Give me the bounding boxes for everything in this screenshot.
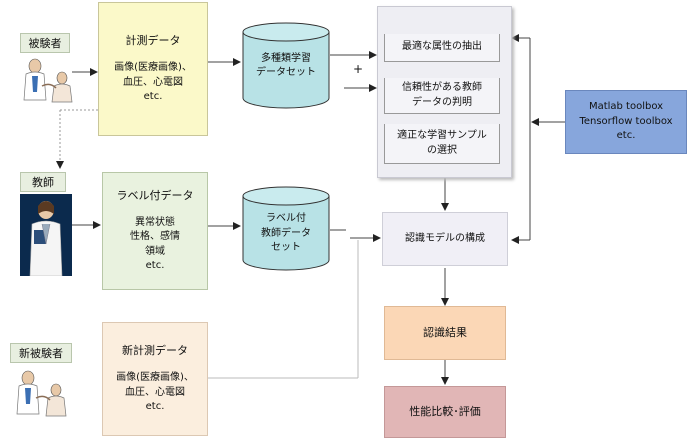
measurement-line-3: etc. — [143, 91, 163, 103]
labeled-line-4: etc. — [145, 260, 165, 272]
processing-item-3: 適正な学習サンプル の選択 — [384, 124, 500, 164]
processing-item-3-line-1: 適正な学習サンプル — [397, 130, 487, 141]
new-patient-doctor-figure-icon — [14, 366, 70, 420]
measurement-title: 計測データ — [125, 34, 181, 48]
subject-label: 被験者 — [20, 33, 70, 53]
labeled-data-box: ラベル付データ 異常状態 性格、感情 領域 etc. — [102, 172, 208, 290]
new-subject-label: 新被験者 — [10, 343, 72, 363]
measurement-line-1: 画像(医療画像)、 — [114, 62, 192, 74]
multi-dataset-cylinder: 多種類学習 データセット — [240, 22, 332, 110]
labeled-line-1: 異常状態 — [135, 216, 175, 228]
labeled-dataset-line-2: 教師データ — [261, 227, 311, 239]
model-construction-box: 認識モデルの構成 — [382, 212, 508, 266]
new-measurement-line-3: etc. — [145, 401, 165, 413]
labeled-line-2: 性格、感情 — [130, 231, 180, 243]
toolbox-box: Matlab toolbox Tensorflow toolbox etc. — [565, 90, 687, 154]
labeled-dataset-line-1: ラベル付 — [266, 213, 306, 225]
toolbox-line-3: etc. — [616, 130, 636, 142]
labeled-dataset-line-3: セット — [271, 242, 301, 254]
labeled-title: ラベル付データ — [116, 189, 194, 203]
new-measurement-line-1: 画像(医療画像)、 — [116, 372, 194, 384]
processing-item-2-line-1: 信頼性がある教師 — [402, 82, 482, 93]
plus-sign: + — [353, 62, 364, 76]
patient-doctor-figure-icon — [18, 56, 76, 106]
labeled-dataset-cylinder: ラベル付 教師データ セット — [240, 186, 332, 272]
new-measurement-title: 新計測データ — [122, 344, 188, 358]
toolbox-line-2: Tensorflow toolbox — [579, 115, 673, 127]
measurement-data-box: 計測データ 画像(医療画像)、 血圧、心電図 etc. — [98, 2, 208, 136]
evaluation-label: 性能比較･評価 — [409, 405, 481, 419]
processing-item-1: 最適な属性の抽出 — [384, 34, 500, 62]
multi-dataset-line-1: 多種類学習 — [261, 52, 311, 64]
processing-item-2-line-2: データの判明 — [412, 96, 472, 108]
evaluation-box: 性能比較･評価 — [384, 386, 506, 438]
processing-item-3-line-2: の選択 — [427, 144, 457, 156]
processing-item-2: 信頼性がある教師 データの判明 — [384, 78, 500, 114]
teacher-label: 教師 — [20, 172, 66, 192]
result-label: 認識結果 — [423, 326, 467, 340]
measurement-line-2: 血圧、心電図 — [123, 76, 183, 88]
toolbox-line-1: Matlab toolbox — [588, 101, 664, 113]
model-label: 認識モデルの構成 — [405, 232, 485, 244]
recognition-result-box: 認識結果 — [384, 306, 506, 360]
multi-dataset-line-2: データセット — [256, 67, 316, 78]
new-measurement-box: 新計測データ 画像(医療画像)、 血圧、心電図 etc. — [102, 322, 208, 436]
new-measurement-line-2: 血圧、心電図 — [125, 386, 185, 398]
teacher-figure-icon — [20, 194, 72, 276]
processing-item-1-line-1: 最適な属性の抽出 — [402, 41, 482, 53]
labeled-line-3: 領域 — [145, 245, 165, 257]
